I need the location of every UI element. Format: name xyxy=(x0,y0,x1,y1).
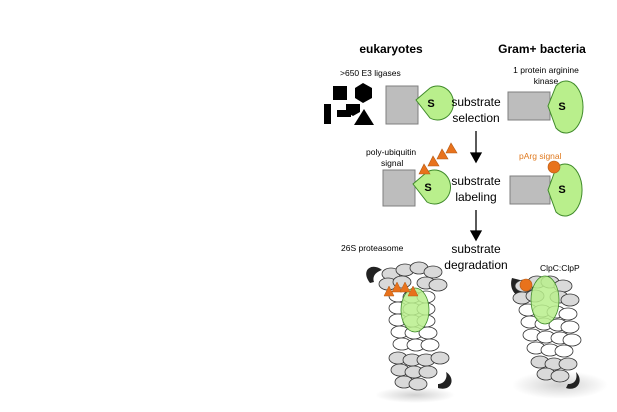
parg-dot-bound xyxy=(519,278,533,292)
label-26s-proteasome: 26S proteasome xyxy=(341,243,404,253)
shadow xyxy=(512,371,608,399)
label-clpc-clpp: ClpC:ClpP xyxy=(540,263,580,273)
kinase-box xyxy=(509,175,551,205)
step-labeling-line1: substrate xyxy=(451,174,501,188)
flow-arrows xyxy=(469,131,483,242)
clpc-ring-bottom xyxy=(530,355,578,383)
label-kinase-line2: kinase xyxy=(534,76,559,86)
substrate-letter: S xyxy=(424,182,431,194)
substrate-right-2 xyxy=(547,163,583,217)
substrate-letter: S xyxy=(558,184,565,196)
cap-hook-bottom xyxy=(438,372,452,389)
step-degradation-line1: substrate xyxy=(451,242,501,256)
label-e3-ligases: >650 E3 ligases xyxy=(340,68,401,78)
header-gram-positive-bacteria: Gram+ bacteria xyxy=(498,42,586,56)
square-shape xyxy=(333,86,347,100)
label-parg-signal: pArg signal xyxy=(519,151,562,161)
substrate-letter: S xyxy=(558,101,565,113)
label-poly-ubiquitin-line1: poly-ubiquitin xyxy=(366,147,416,157)
substrate-left-2 xyxy=(412,169,451,205)
ubiquitin-chain-bound xyxy=(383,281,419,297)
triangle-shape xyxy=(354,109,374,125)
clp-hook-bottom xyxy=(566,372,580,389)
ubiquitin-triangle xyxy=(436,148,449,160)
hexagon-shape xyxy=(355,83,372,103)
step-selection-line1: substrate xyxy=(451,95,501,109)
regulatory-cap-bottom xyxy=(388,351,450,391)
header-eukaryotes: eukaryotes xyxy=(359,42,423,56)
ubiquitin-triangle xyxy=(418,163,431,175)
label-poly-ubiquitin-line2: signal xyxy=(381,158,403,168)
shadow xyxy=(375,387,455,403)
e3-enzyme-box xyxy=(385,85,419,125)
e3-substrate-complex: S xyxy=(385,85,454,125)
dash-shape xyxy=(337,110,351,117)
kinase-substrate-complex: S xyxy=(507,80,584,134)
bar-shape xyxy=(324,104,331,124)
clpc-clpp-protease xyxy=(511,275,608,399)
ubiquitin-triangle xyxy=(427,155,440,167)
step-degradation-line2: degradation xyxy=(444,258,507,272)
ubiquitin-triangle xyxy=(445,142,458,154)
e3-ligase-shapes xyxy=(324,83,374,125)
ubiquitin-chain xyxy=(418,142,458,175)
parg-dot xyxy=(547,160,561,174)
label-kinase-line1: 1 protein arginine xyxy=(513,65,579,75)
substrate-letter: S xyxy=(427,98,434,110)
kinase-box xyxy=(507,91,551,121)
substrate-in-proteasome xyxy=(400,287,430,333)
substrate-left-1 xyxy=(415,85,454,121)
cap-hook-top xyxy=(366,266,382,283)
step-labeling-line2: labeling xyxy=(455,190,496,204)
proteasome-26s xyxy=(366,261,455,403)
arrow-2-head xyxy=(469,230,483,242)
e3-enzyme-box xyxy=(382,169,416,207)
substrate-in-clp xyxy=(530,275,560,325)
substrate-right-1 xyxy=(547,80,584,134)
phosphoarginine-substrate: S xyxy=(509,160,583,217)
arrow-1-head xyxy=(469,152,483,164)
ubiquitinated-substrate: S xyxy=(382,142,458,207)
pentagon-shape xyxy=(346,104,360,116)
step-selection-line2: selection xyxy=(452,111,499,125)
